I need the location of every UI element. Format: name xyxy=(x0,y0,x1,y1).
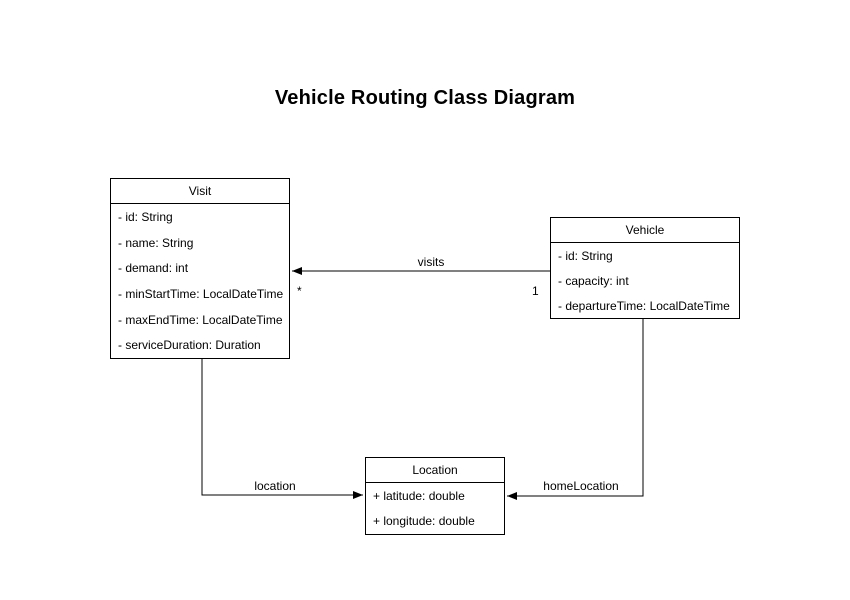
class-box-location[interactable]: Location + latitude: double + longitude:… xyxy=(365,457,505,535)
class-attribute: - id: String xyxy=(118,209,173,224)
class-name-visit: Visit xyxy=(111,179,289,204)
class-attribute: - departureTime: LocalDateTime xyxy=(558,298,730,313)
multiplicity-visits-many: * xyxy=(297,284,302,298)
connector-location xyxy=(201,359,363,499)
class-attribute: - name: String xyxy=(118,235,194,250)
class-attributes-visit: - id: String - name: String - demand: in… xyxy=(111,204,289,358)
class-attributes-vehicle: - id: String - capacity: int - departure… xyxy=(551,243,739,318)
class-attribute: - maxEndTime: LocalDateTime xyxy=(118,312,283,327)
class-name-vehicle: Vehicle xyxy=(551,218,739,243)
multiplicity-visits-one: 1 xyxy=(532,284,539,298)
class-attribute: - id: String xyxy=(558,248,613,263)
class-attribute: - demand: int xyxy=(118,261,189,276)
class-attribute: - minStartTime: LocalDateTime xyxy=(118,286,284,301)
relationship-label-homelocation: homeLocation xyxy=(536,479,626,493)
class-attribute: - capacity: int xyxy=(558,273,629,288)
connector-homelocation xyxy=(507,319,644,500)
relationship-label-location: location xyxy=(245,479,305,493)
relationship-label-visits: visits xyxy=(401,255,461,269)
class-name-location: Location xyxy=(366,458,504,483)
class-attribute: + latitude: double xyxy=(373,488,465,503)
class-box-visit[interactable]: Visit - id: String - name: String - dema… xyxy=(110,178,290,359)
class-attributes-location: + latitude: double + longitude: double xyxy=(366,483,504,534)
class-attribute: - serviceDuration: Duration xyxy=(118,338,261,353)
diagram-title: Vehicle Routing Class Diagram xyxy=(274,87,576,109)
class-box-vehicle[interactable]: Vehicle - id: String - capacity: int - d… xyxy=(550,217,740,319)
class-attribute: + longitude: double xyxy=(373,514,475,529)
